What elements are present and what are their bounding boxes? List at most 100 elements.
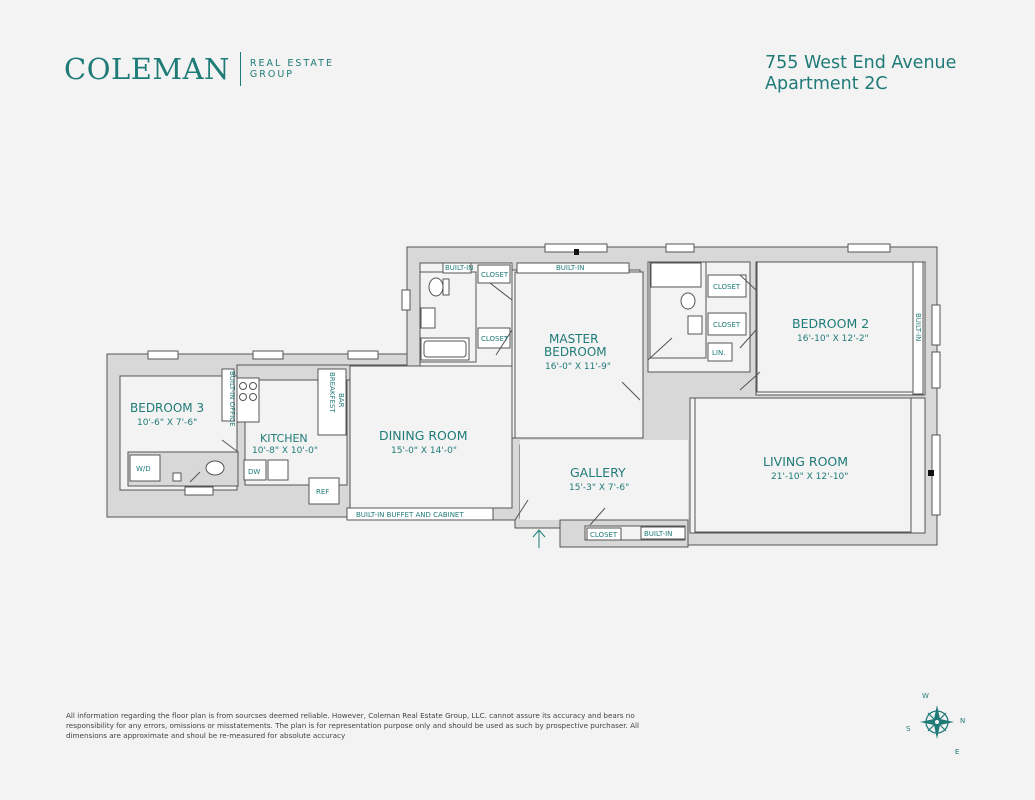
builtin-box [516, 262, 630, 274]
door-swing [489, 282, 513, 301]
gallery-dimensions: 15'-3" X 7'-6" [569, 483, 629, 493]
breakfast-bar [317, 368, 347, 436]
builtin-label-master: BUILT-IN [556, 264, 584, 272]
window [401, 289, 411, 311]
master-bedroom-dimensions: 16'-0" X 11'-9" [545, 362, 611, 372]
sink [687, 315, 703, 335]
washer-dryer [129, 454, 161, 482]
disclaimer-text: All information regarding the floor plan… [66, 711, 640, 740]
window [252, 350, 284, 360]
door-swing [514, 499, 529, 521]
bedroom3-dimensions: 10'-6" X 7'-6" [137, 418, 197, 428]
closet-label-4: CLOSET [713, 321, 741, 329]
property-address: 755 West End Avenue Apartment 2C [765, 53, 956, 95]
living-inner [694, 397, 912, 533]
address-street: 755 West End Avenue [765, 53, 957, 73]
window [847, 243, 891, 253]
refrigerator-label: REF [316, 488, 329, 496]
builtin-office-label: BUILT-IN OFFICE [228, 371, 236, 427]
walls [106, 246, 938, 548]
builtin-box [912, 261, 924, 395]
master-bedroom-label-1: MASTER [549, 332, 598, 346]
closet-label-5: CLOSET [590, 531, 618, 539]
builtin-box [442, 262, 472, 274]
bedroom3-label: BEDROOM 3 [130, 401, 204, 415]
sink [172, 472, 182, 482]
door-swing [189, 471, 201, 483]
bedroom2-dimensions: 16'-10" X 12'-2" [797, 334, 869, 344]
toilet [205, 460, 225, 476]
office-builtin [221, 368, 235, 422]
window [184, 486, 214, 496]
company-logo: COLEMAN REAL ESTATE GROUP [64, 52, 334, 86]
burner [249, 393, 257, 401]
kitchen-label: KITCHEN [260, 432, 308, 445]
burner [239, 382, 247, 390]
compass-icon [920, 705, 954, 739]
logo-subtitle: REAL ESTATE GROUP [250, 58, 334, 80]
door-swing [621, 381, 641, 401]
toilet [680, 292, 696, 310]
bedroom2-label: BEDROOM 2 [792, 316, 869, 331]
window [931, 351, 941, 389]
door-swing [589, 507, 606, 526]
breakfast-bar-label-1: BREAKFEST [328, 372, 336, 413]
door-swing [739, 329, 757, 349]
window [347, 350, 379, 360]
bathtub [650, 262, 702, 288]
column-marker [928, 470, 934, 476]
buffet-cabinet-label: BUILT-IN BUFFET AND CABINET [356, 511, 464, 519]
washer-dryer-label: W/D [136, 465, 151, 473]
linen-box [707, 342, 733, 362]
column-marker [574, 249, 579, 255]
master-bedroom-label-2: BEDROOM [544, 345, 607, 359]
toilet-tank [442, 278, 450, 296]
closet-box [707, 312, 747, 336]
compass-w: W [922, 692, 929, 700]
linen-label: LIN. [712, 349, 725, 357]
logo-subtitle-line2: GROUP [249, 69, 295, 80]
closet-box [477, 327, 511, 349]
logo-subtitle-line1: REAL ESTATE [249, 58, 334, 69]
builtin-label-gallery: BUILT-IN [644, 530, 672, 538]
closet-label-1: CLOSET [481, 271, 509, 279]
buffet-cabinet [346, 507, 494, 521]
kitchen-dimensions: 10'-8" X 10'-0" [252, 446, 318, 456]
sink [420, 307, 436, 329]
door-swing [739, 371, 761, 391]
master-inner [514, 271, 644, 439]
closet-box [586, 527, 622, 541]
closet-box [707, 274, 747, 298]
gallery-label: GALLERY [570, 465, 626, 480]
toilet [428, 277, 444, 297]
closet-box [477, 264, 511, 284]
sink [267, 459, 289, 481]
closet-label-3: CLOSET [713, 283, 741, 291]
compass-s: S [906, 725, 911, 733]
door-swing [739, 274, 757, 291]
builtin-label-bedroom2: BUILT-IN [914, 313, 922, 341]
door-swing [495, 329, 513, 356]
dining-room-label: DINING ROOM [379, 428, 468, 443]
dishwasher-label: DW [248, 468, 260, 476]
window [931, 304, 941, 346]
fixtures [172, 261, 924, 541]
refrigerator [308, 477, 340, 505]
burner [239, 393, 247, 401]
builtin-label-bath: BUILT-IN [445, 264, 473, 272]
window [147, 350, 179, 360]
logo-divider [239, 52, 241, 86]
living-room-label: LIVING ROOM [763, 454, 848, 469]
gallery-inner [520, 440, 688, 520]
builtin-box [640, 526, 686, 540]
door-swing [221, 439, 239, 453]
compass-e: E [955, 748, 959, 756]
dishwasher [243, 459, 267, 481]
window [665, 243, 695, 253]
dining-inner [349, 365, 513, 509]
entry-arrow-icon [532, 529, 546, 548]
address-unit: Apartment 2C [765, 74, 888, 94]
dining-room-dimensions: 15'-0" X 14'-0" [391, 446, 457, 456]
compass-n: N [960, 717, 965, 725]
